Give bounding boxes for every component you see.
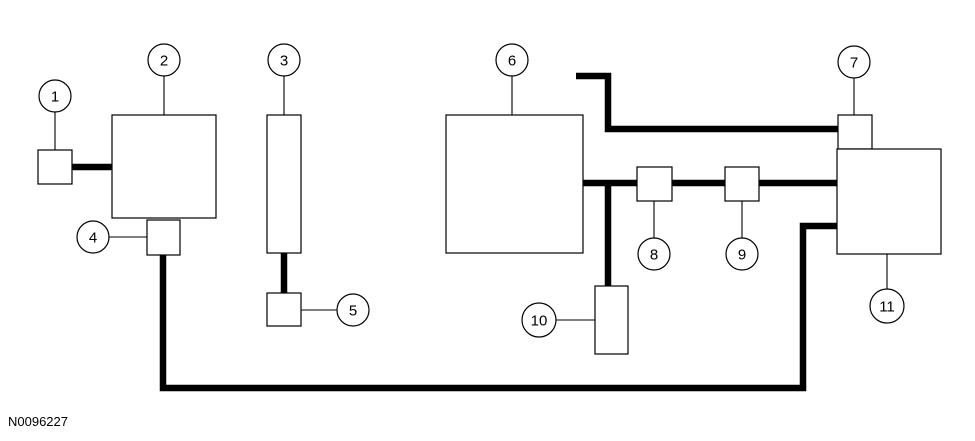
component-7	[837, 114, 873, 150]
component-11	[836, 148, 942, 255]
component-2	[111, 114, 217, 219]
callouts: 1 2 3 4 5 6 7 8	[38, 43, 905, 338]
callout-1-label: 1	[51, 89, 59, 106]
callout-4: 4	[76, 220, 110, 254]
callout-3-label: 3	[280, 53, 288, 70]
wire-4-to-11	[159, 222, 837, 392]
callout-1: 1	[38, 79, 72, 113]
callout-5-label: 5	[349, 303, 357, 320]
callout-4-label: 4	[89, 230, 97, 247]
callout-7-label: 7	[850, 55, 858, 72]
component-1	[37, 149, 73, 185]
component-9	[724, 166, 760, 202]
callout-2: 2	[147, 43, 181, 77]
component-5	[266, 292, 302, 327]
callout-2-label: 2	[160, 53, 168, 70]
callout-9-label: 9	[738, 247, 746, 264]
callout-6: 6	[495, 43, 529, 77]
component-8	[636, 166, 673, 202]
callout-10: 10	[521, 302, 557, 338]
callout-8: 8	[637, 237, 671, 271]
callout-5: 5	[336, 293, 370, 327]
callout-6-label: 6	[508, 53, 516, 70]
component-10	[594, 285, 629, 355]
callout-10-label: 10	[531, 313, 548, 330]
component-6	[445, 114, 584, 254]
callout-7: 7	[837, 45, 871, 79]
callout-3: 3	[267, 43, 301, 77]
callout-9: 9	[725, 237, 759, 271]
callout-11-label: 11	[879, 299, 895, 316]
leaders	[54, 76, 888, 321]
wire-top-to-7	[576, 72, 838, 133]
figure-id: N0096227	[8, 414, 68, 429]
wires	[72, 72, 838, 392]
callout-8-label: 8	[650, 247, 658, 264]
callout-11: 11	[869, 288, 905, 324]
component-4	[146, 219, 181, 256]
component-3	[266, 114, 302, 254]
